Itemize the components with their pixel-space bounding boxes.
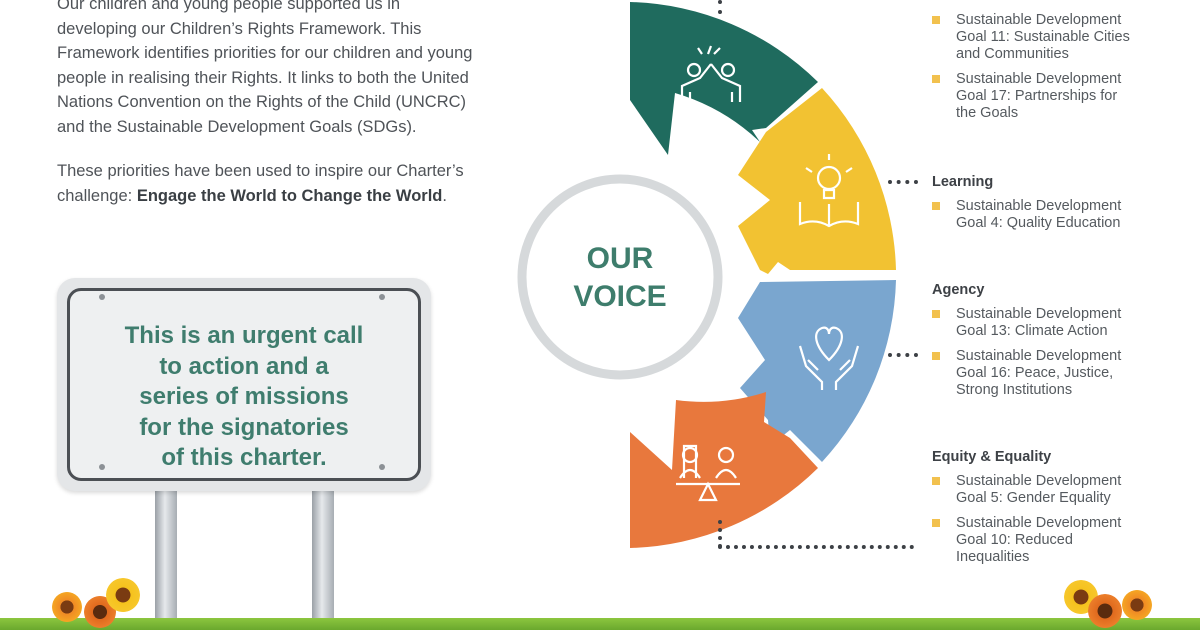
goal-text: Sustainable Development Goal 10: Reduced… [956, 515, 1122, 565]
sign-post-right [312, 488, 334, 630]
sign-post-left [155, 488, 177, 630]
goal-item: Sustainable Development Goal 10: Reduced… [932, 515, 1172, 566]
grass-strip [0, 618, 1200, 630]
category-learning: Learning Sustainable Development Goal 4:… [932, 174, 1172, 240]
connector-equity [718, 545, 914, 549]
goal-text: Sustainable Development Goal 4: Quality … [956, 198, 1122, 231]
call-to-action-sign: This is an urgent call to action and a s… [57, 278, 431, 491]
sign-text: This is an urgent call to action and a s… [124, 322, 364, 471]
heart-hands-icon [798, 326, 860, 390]
bullet-icon [932, 352, 940, 360]
goal-text: Sustainable Development Goal 5: Gender E… [956, 473, 1122, 506]
bullet-icon [932, 519, 940, 527]
segment-blue [738, 280, 896, 462]
bullet-icon [932, 477, 940, 485]
goal-text: Sustainable Development Goal 13: Climate… [956, 306, 1122, 339]
intro-paragraph-2-suffix: . [442, 186, 447, 205]
challenge-name: Engage the World to Change the World [136, 186, 443, 205]
goal-text: Sustainable Development Goal 17: Partner… [956, 71, 1122, 121]
balance-people-icon [676, 444, 740, 502]
goal-item: Sustainable Development Goal 13: Climate… [932, 306, 1172, 340]
wheel-title: OUR VOICE [573, 242, 667, 313]
high-five-icon [680, 45, 742, 102]
intro-paragraph-2-prefix: These priorities have been used to inspi… [57, 162, 464, 205]
connector-learning [888, 180, 918, 184]
lightbulb-book-icon [798, 154, 860, 228]
intro-paragraph-2: These priorities have been used to inspi… [57, 159, 477, 208]
bullet-icon [932, 16, 940, 24]
sign-bolt-icon [99, 294, 105, 300]
category-title: Learning [932, 174, 994, 190]
bullet-icon [932, 75, 940, 83]
intro-paragraph-1: Our children and young people supported … [57, 0, 473, 136]
goal-item: Sustainable Development Goal 5: Gender E… [932, 473, 1172, 507]
segment-yellow [738, 88, 896, 274]
bullet-icon [932, 202, 940, 210]
goal-text: Sustainable Development Goal 11: Sustain… [956, 12, 1130, 62]
goal-item: Sustainable Development Goal 17: Partner… [932, 71, 1172, 122]
sign-bolt-icon [379, 464, 385, 470]
sign-panel: This is an urgent call to action and a s… [67, 288, 421, 481]
category-title: Equity & Equality [932, 449, 1052, 465]
sign-bolt-icon [99, 464, 105, 470]
goal-text: Sustainable Development Goal 16: Peace, … [956, 348, 1122, 398]
connector-equity-vertical [718, 520, 722, 548]
category-agency: Agency Sustainable Development Goal 13: … [932, 282, 1172, 407]
bullet-icon [932, 310, 940, 318]
goal-item: Sustainable Development Goal 16: Peace, … [932, 348, 1172, 399]
connector-agency [888, 353, 918, 357]
center-ring [517, 174, 723, 380]
category-title: Agency [932, 282, 985, 298]
goal-item: Sustainable Development Goal 11: Sustain… [932, 12, 1172, 63]
category-cities-partnerships: Sustainable Development Goal 11: Sustain… [932, 12, 1172, 130]
goal-item: Sustainable Development Goal 4: Quality … [932, 198, 1172, 232]
connector-top [718, 0, 722, 14]
intro-text: Our children and young people supported … [57, 0, 477, 228]
category-equity: Equity & Equality Sustainable Developmen… [932, 449, 1172, 574]
sign-bolt-icon [379, 294, 385, 300]
